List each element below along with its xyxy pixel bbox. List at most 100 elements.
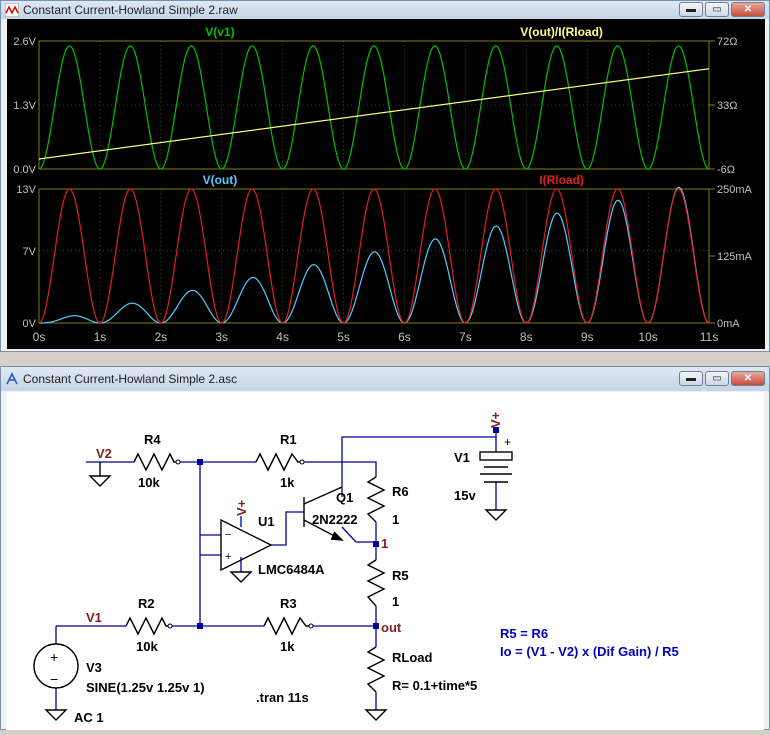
v1-value: 15v xyxy=(454,488,476,503)
u1-name: U1 xyxy=(258,514,275,529)
legend-v-v1: V(v1) xyxy=(205,25,234,39)
waveform-window-title: Constant Current-Howland Simple 2.raw xyxy=(23,3,238,17)
schematic-titlebar[interactable]: Constant Current-Howland Simple 2.asc ▬ … xyxy=(1,367,769,391)
wires xyxy=(55,430,497,710)
maximize-button[interactable]: ▭ xyxy=(705,2,729,17)
legend-v-out-i-rload: V(out)/I(Rload) xyxy=(520,25,603,39)
v1-plus: + xyxy=(504,435,511,449)
legend-i-rload: I(Rload) xyxy=(539,173,584,187)
plot-frame-bottom xyxy=(38,188,710,324)
r2-name: R2 xyxy=(138,596,155,611)
r2-symbol xyxy=(125,616,170,636)
r5-value: 1 xyxy=(392,594,399,609)
x-tick-label: 1s xyxy=(94,330,107,344)
ground-icon xyxy=(44,709,68,721)
x-tick-label: 7s xyxy=(459,330,472,344)
waveform-window: Constant Current-Howland Simple 2.raw ▬ … xyxy=(0,0,770,352)
v3-name: V3 xyxy=(86,660,102,675)
maximize-button[interactable]: ▭ xyxy=(705,371,729,386)
q1-model: 2N2222 xyxy=(312,512,358,527)
series-v-out xyxy=(39,186,710,324)
y-right-tick-label: 33Ω xyxy=(717,100,737,112)
y-right-tick-label: 0mA xyxy=(717,318,740,330)
x-tick-label: 5s xyxy=(337,330,350,344)
transistor-q1 xyxy=(303,486,344,541)
resistors xyxy=(125,452,386,693)
ground-icon xyxy=(88,475,112,487)
y-left-tick-label: 0V xyxy=(23,318,37,330)
y-left-tick-label: 0.0V xyxy=(13,164,36,176)
r1-symbol xyxy=(255,452,302,472)
y-right-tick-label: 72Ω xyxy=(717,36,737,48)
source-v3 xyxy=(33,643,79,689)
q1-name: Q1 xyxy=(336,490,353,505)
pin-circles xyxy=(167,459,314,629)
r6-symbol xyxy=(366,476,386,523)
y-right-tick-label: 250mA xyxy=(717,184,753,196)
v3-plus: + xyxy=(50,649,58,665)
u1-model: LMC6484A xyxy=(258,562,325,577)
r4-name: R4 xyxy=(144,432,161,447)
net-out: out xyxy=(381,620,402,635)
schematic-canvas[interactable]: − + R4 10k R1 1k R2 10k R3 1k xyxy=(6,392,764,730)
series-i-rload xyxy=(38,188,710,324)
net-1: 1 xyxy=(381,536,388,551)
r3-symbol xyxy=(263,616,311,636)
rload-name: RLoad xyxy=(392,650,433,665)
r3-name: R3 xyxy=(280,596,297,611)
x-tick-label: 11s xyxy=(700,330,718,344)
schematic-app-icon xyxy=(6,372,18,385)
waveform-plot[interactable]: 2.6V1.3V0.0V72Ω33Ω-6Ω13V7V0V250mA125mA0m… xyxy=(7,19,765,349)
ground-icon xyxy=(484,509,508,521)
x-tick-label: 8s xyxy=(520,330,533,344)
schematic-drawing[interactable]: − + R4 10k R1 1k R2 10k R3 1k xyxy=(6,392,764,730)
grounds xyxy=(44,462,508,721)
r5-name: R5 xyxy=(392,568,409,583)
rload-value: R= 0.1+time*5 xyxy=(392,678,477,693)
v3-ac: AC 1 xyxy=(74,710,104,725)
minimize-button[interactable]: ▬ xyxy=(679,2,703,17)
v3-value: SINE(1.25v 1.25v 1) xyxy=(86,680,205,695)
x-tick-label: 9s xyxy=(581,330,594,344)
x-tick-label: 2s xyxy=(154,330,167,344)
r2-value: 10k xyxy=(136,639,158,654)
minimize-button[interactable]: ▬ xyxy=(679,371,703,386)
r6-value: 1 xyxy=(392,512,399,527)
v1-name: V1 xyxy=(454,450,470,465)
y-right-tick-label: 125mA xyxy=(717,251,753,263)
ground-icon xyxy=(229,571,253,583)
opamp-minus: − xyxy=(225,529,231,541)
junctions xyxy=(197,427,499,629)
r4-symbol xyxy=(133,452,178,472)
x-tick-label: 0s xyxy=(33,330,46,344)
y-left-tick-label: 1.3V xyxy=(13,100,36,112)
waveform-titlebar[interactable]: Constant Current-Howland Simple 2.raw ▬ … xyxy=(1,1,769,19)
series-v-v1 xyxy=(38,45,710,170)
net-v2: V2 xyxy=(96,446,112,461)
ground-icon xyxy=(364,709,388,721)
series-v-out-i-rload xyxy=(38,68,710,160)
x-tick-label: 10s xyxy=(638,330,657,344)
r1-name: R1 xyxy=(280,432,297,447)
v3-minus: − xyxy=(50,671,58,687)
close-button[interactable]: ✕ xyxy=(731,371,765,386)
rload-symbol xyxy=(366,646,386,693)
net-vplus-top: V+ xyxy=(488,411,503,428)
comment-r5-r6: R5 = R6 xyxy=(500,626,548,641)
x-tick-label: 6s xyxy=(398,330,411,344)
close-button[interactable]: ✕ xyxy=(731,2,765,17)
y-left-tick-label: 13V xyxy=(16,184,36,196)
y-right-tick-label: -6Ω xyxy=(717,164,735,176)
r4-value: 10k xyxy=(138,475,160,490)
tran-directive: .tran 11s xyxy=(256,690,309,705)
y-left-tick-label: 2.6V xyxy=(13,36,36,48)
opamp-plus: + xyxy=(225,551,231,563)
legend-v-out: V(out) xyxy=(203,173,238,187)
opamp-u1 xyxy=(220,518,273,572)
net-vplus-opamp: V+ xyxy=(234,499,249,516)
comment-io-formula: Io = (V1 - V2) x (Dif Gain) / R5 xyxy=(500,644,679,659)
waveform-app-icon xyxy=(5,3,19,17)
x-tick-label: 4s xyxy=(276,330,289,344)
x-tick-label: 3s xyxy=(215,330,228,344)
